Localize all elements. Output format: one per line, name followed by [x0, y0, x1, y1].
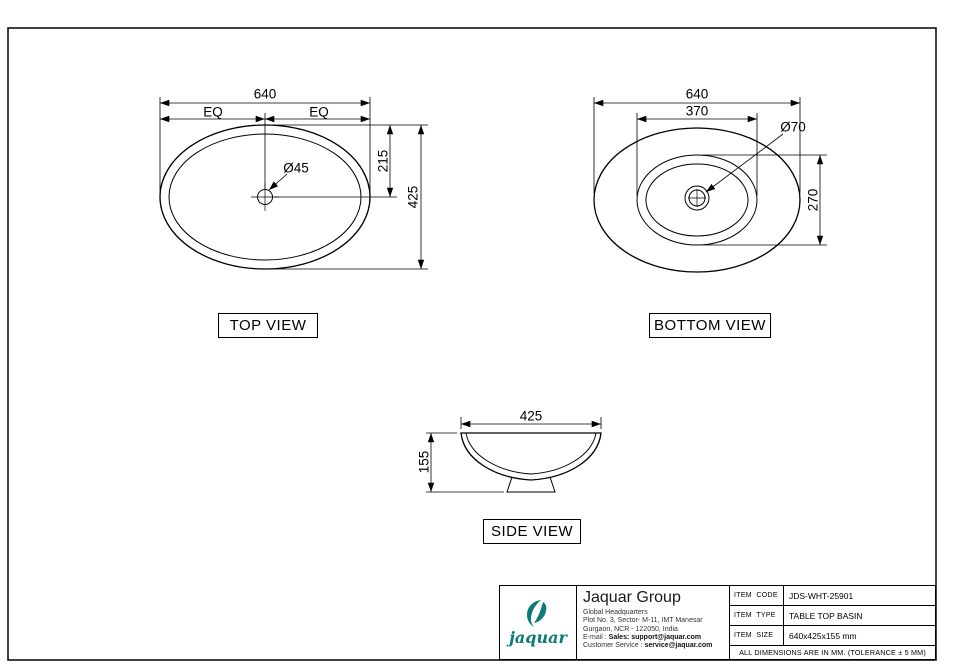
item-type-label: ITEM TYPE: [730, 606, 784, 625]
service-line: Customer Service : service@jaquar.com: [583, 642, 729, 650]
item-size-label: ITEM SIZE: [730, 626, 784, 645]
top-width-dim-text: 640: [253, 86, 277, 102]
email-line: E-mail : Sales: support@jaquar.com: [583, 634, 729, 642]
basin-side-profile: [460, 432, 602, 481]
item-table: ITEM CODE JDS-WHT-25901 ITEM TYPE TABLE …: [730, 586, 935, 659]
jaquar-leaf-icon: [527, 600, 547, 627]
basin-foot-outer: [636, 154, 758, 246]
eq-right-dim-text: EQ: [309, 104, 329, 120]
basin-foot-inner: [645, 163, 749, 237]
address-line: Gurgaon, NCR - 122050, India: [583, 625, 678, 633]
drain-dia-dim-text: Ø45: [283, 160, 309, 176]
item-code-value: JDS-WHT-25901: [789, 590, 854, 601]
service-prefix: Customer Service :: [583, 642, 645, 650]
tolerance-note: ALL DIMENSIONS ARE IN MM. (TOLERANCE ± 5…: [739, 648, 926, 657]
bottom-view-dimension-lines: [593, 97, 827, 246]
side-view-label: SIDE VIEW: [483, 519, 581, 544]
service-address: service@jaquar.com: [644, 642, 713, 650]
item-code-label: ITEM CODE: [730, 586, 784, 605]
bottom-view-drawing: [593, 97, 827, 273]
item-type-value: TABLE TOP BASIN: [789, 610, 863, 621]
item-code-row: ITEM CODE JDS-WHT-25901: [730, 586, 935, 606]
company-info: Jaquar Group Global Headquarters Plot No…: [577, 586, 730, 659]
company-name: Jaquar Group: [583, 589, 681, 606]
drain-centerlines: [688, 189, 706, 207]
basin-inner-wall: [465, 432, 597, 475]
address-line: Plot No. 3, Sector- M-11, IMT Manesar: [583, 617, 703, 625]
drain-dia70-dim-text: Ø70: [780, 119, 806, 135]
foot-height-dim-text: 270: [805, 188, 821, 212]
sheet-border: [7, 27, 937, 661]
item-size-value: 640x425x155 mm: [789, 630, 857, 641]
title-block: jaquar Jaquar Group Global Headquarters …: [499, 585, 936, 660]
jaquar-logo-text: jaquar: [509, 628, 567, 647]
side-view-drawing: [426, 417, 602, 493]
bottom-view-label: BOTTOM VIEW: [649, 313, 771, 338]
basin-foot-profile: [506, 476, 556, 493]
top-view-dimension-lines: [159, 97, 428, 270]
foot-width-dim-text: 370: [685, 103, 709, 119]
item-type-row: ITEM TYPE TABLE TOP BASIN: [730, 606, 935, 626]
item-size-row: ITEM SIZE 640x425x155 mm: [730, 626, 935, 646]
top-view-label: TOP VIEW: [218, 313, 318, 338]
center-offset-dim-text: 215: [375, 149, 391, 173]
top-view-drawing: [159, 97, 428, 270]
top-height-dim-text: 425: [405, 185, 421, 209]
address-line: Global Headquarters: [583, 609, 648, 616]
side-height-dim-text: 155: [416, 450, 432, 474]
bottom-width-dim-text: 640: [685, 86, 709, 102]
side-width-dim-text: 425: [519, 408, 543, 424]
drain-outer-circle: [684, 185, 710, 211]
basin-bottom-outline: [593, 127, 801, 273]
side-view-dimension-lines: [426, 417, 602, 493]
jaquar-logo: jaquar: [500, 586, 577, 659]
eq-left-dim-text: EQ: [203, 104, 223, 120]
email-prefix: E-mail :: [583, 633, 609, 641]
email-address: Sales: support@jaquar.com: [608, 633, 702, 641]
